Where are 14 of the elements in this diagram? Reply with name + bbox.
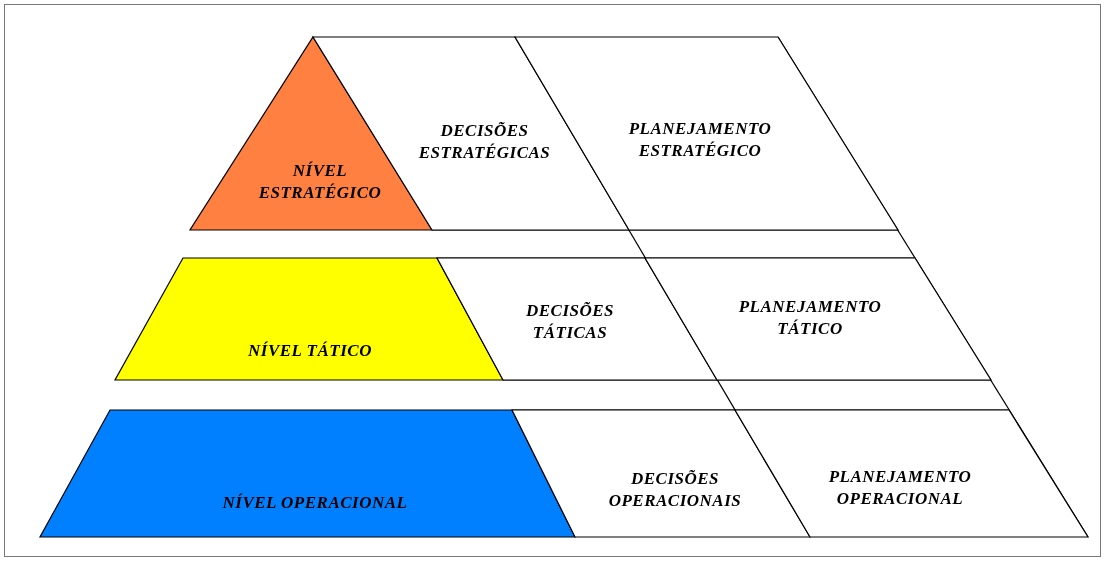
trapezoid-shape bbox=[40, 410, 575, 537]
trapezoid-shape bbox=[115, 258, 503, 380]
cell-label: DECISÕES OPERACIONAIS bbox=[607, 468, 743, 512]
cell-label: PLANEJAMENTO OPERACIONAL bbox=[827, 466, 973, 510]
cell-label: PLANEJAMENTO ESTRATÉGICO bbox=[627, 118, 773, 162]
pyramid-cell bbox=[437, 258, 717, 380]
pyramid-cell bbox=[512, 410, 810, 537]
level-label: NÍVEL TÁTICO bbox=[247, 340, 373, 362]
pyramid-cell bbox=[645, 258, 991, 380]
cell-label: PLANEJAMENTO TÁTICO bbox=[737, 296, 883, 340]
cell-label: DECISÕES TÁTICAS bbox=[524, 300, 616, 344]
level-label: NÍVEL OPERACIONAL bbox=[221, 492, 409, 514]
level-label: NÍVEL ESTRATÉGICO bbox=[257, 160, 383, 204]
cell-label: DECISÕES ESTRATÉGICAS bbox=[417, 120, 552, 164]
